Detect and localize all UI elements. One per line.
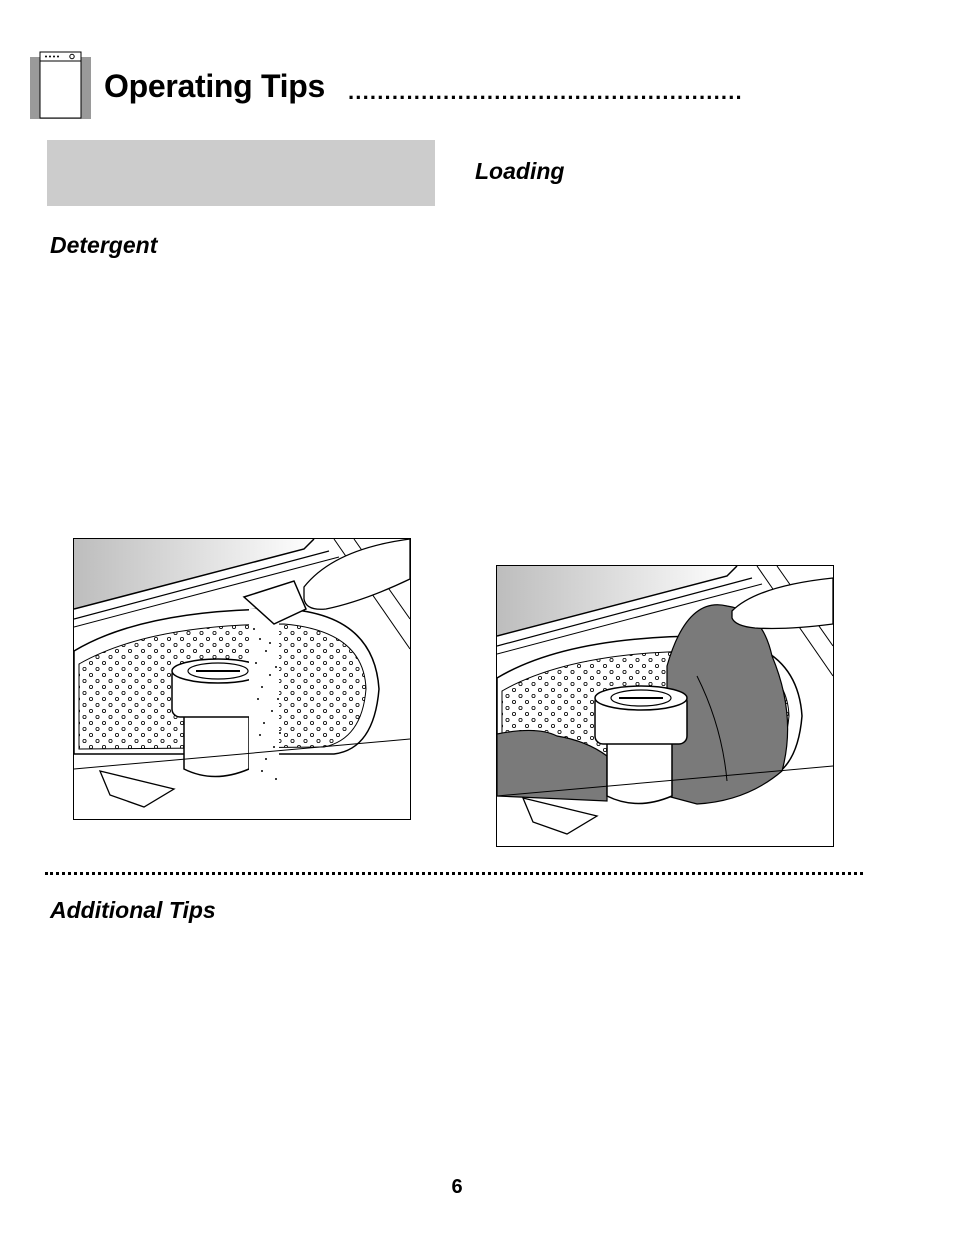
gray-callout-box xyxy=(47,140,435,206)
page-number: 6 xyxy=(451,1176,463,1198)
washer-icon xyxy=(30,50,91,119)
page-title: Operating Tips xyxy=(104,68,326,104)
detergent-heading: Detergent xyxy=(50,232,158,258)
detergent-illustration xyxy=(73,538,411,820)
loading-illustration xyxy=(496,565,834,847)
title-dot-leader: ........................................… xyxy=(348,82,743,102)
additional-tips-heading: Additional Tips xyxy=(50,897,216,923)
loading-heading: Loading xyxy=(475,158,565,184)
section-divider xyxy=(45,872,863,875)
